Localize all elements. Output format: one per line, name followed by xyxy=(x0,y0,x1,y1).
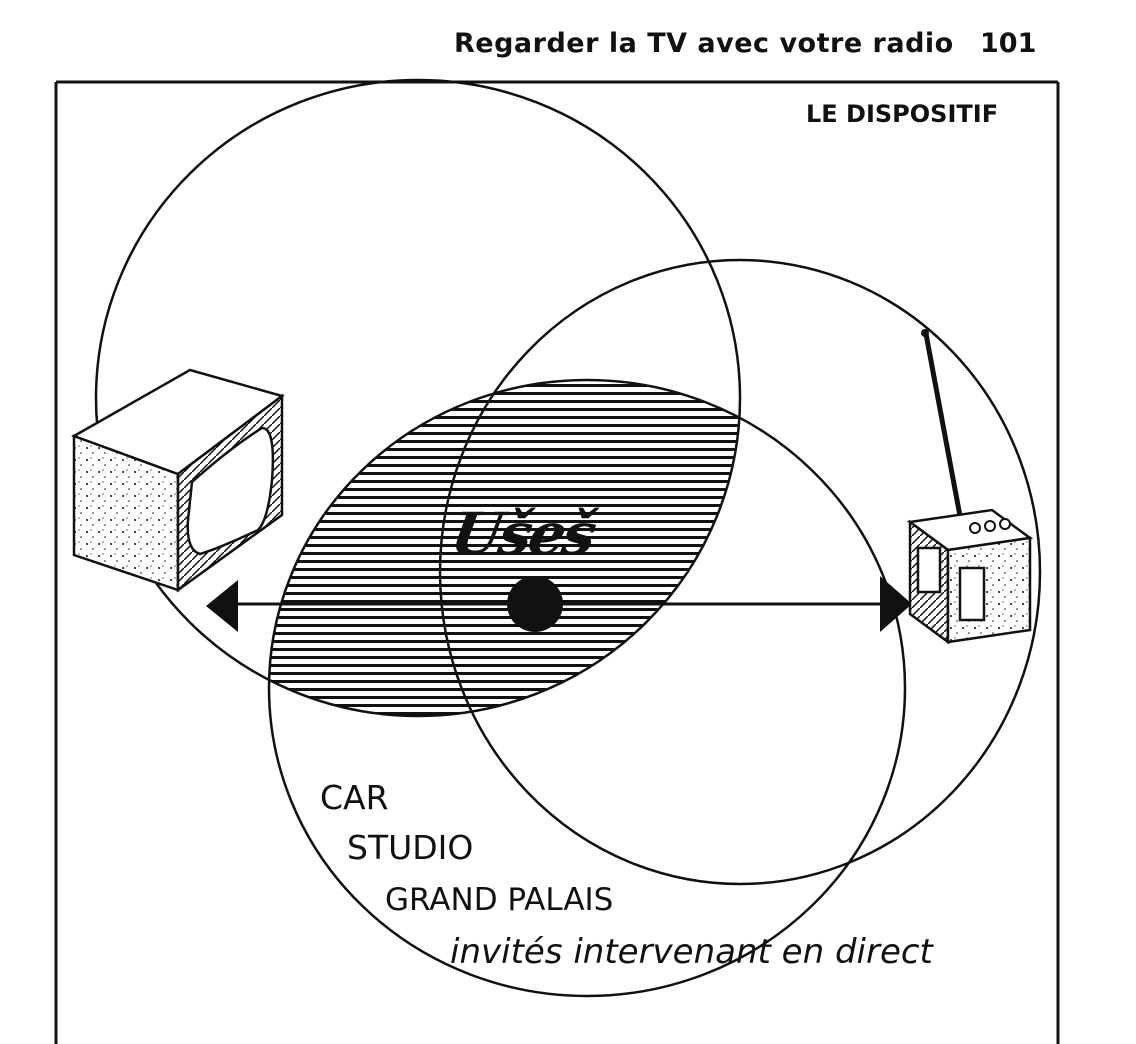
location-studio: STUDIO xyxy=(347,828,474,867)
circle-radio xyxy=(438,258,1042,886)
location-grand-palais: GRAND PALAIS xyxy=(385,882,614,918)
center-dot xyxy=(507,576,563,632)
circle-television xyxy=(94,78,742,718)
running-header-title: Regarder la TV avec votre radio xyxy=(454,28,954,59)
page-number: 101 xyxy=(980,28,1037,59)
circle-venues xyxy=(267,378,907,998)
location-car: CAR xyxy=(320,778,389,817)
location-guests: invités intervenant en direct xyxy=(450,932,933,972)
television-icon xyxy=(71,368,285,593)
figure-label: LE DISPOSITIF xyxy=(806,100,999,128)
figure-frame xyxy=(54,80,1060,1044)
radio-icon xyxy=(906,329,1034,645)
center-logo: Ušeš xyxy=(446,500,599,568)
